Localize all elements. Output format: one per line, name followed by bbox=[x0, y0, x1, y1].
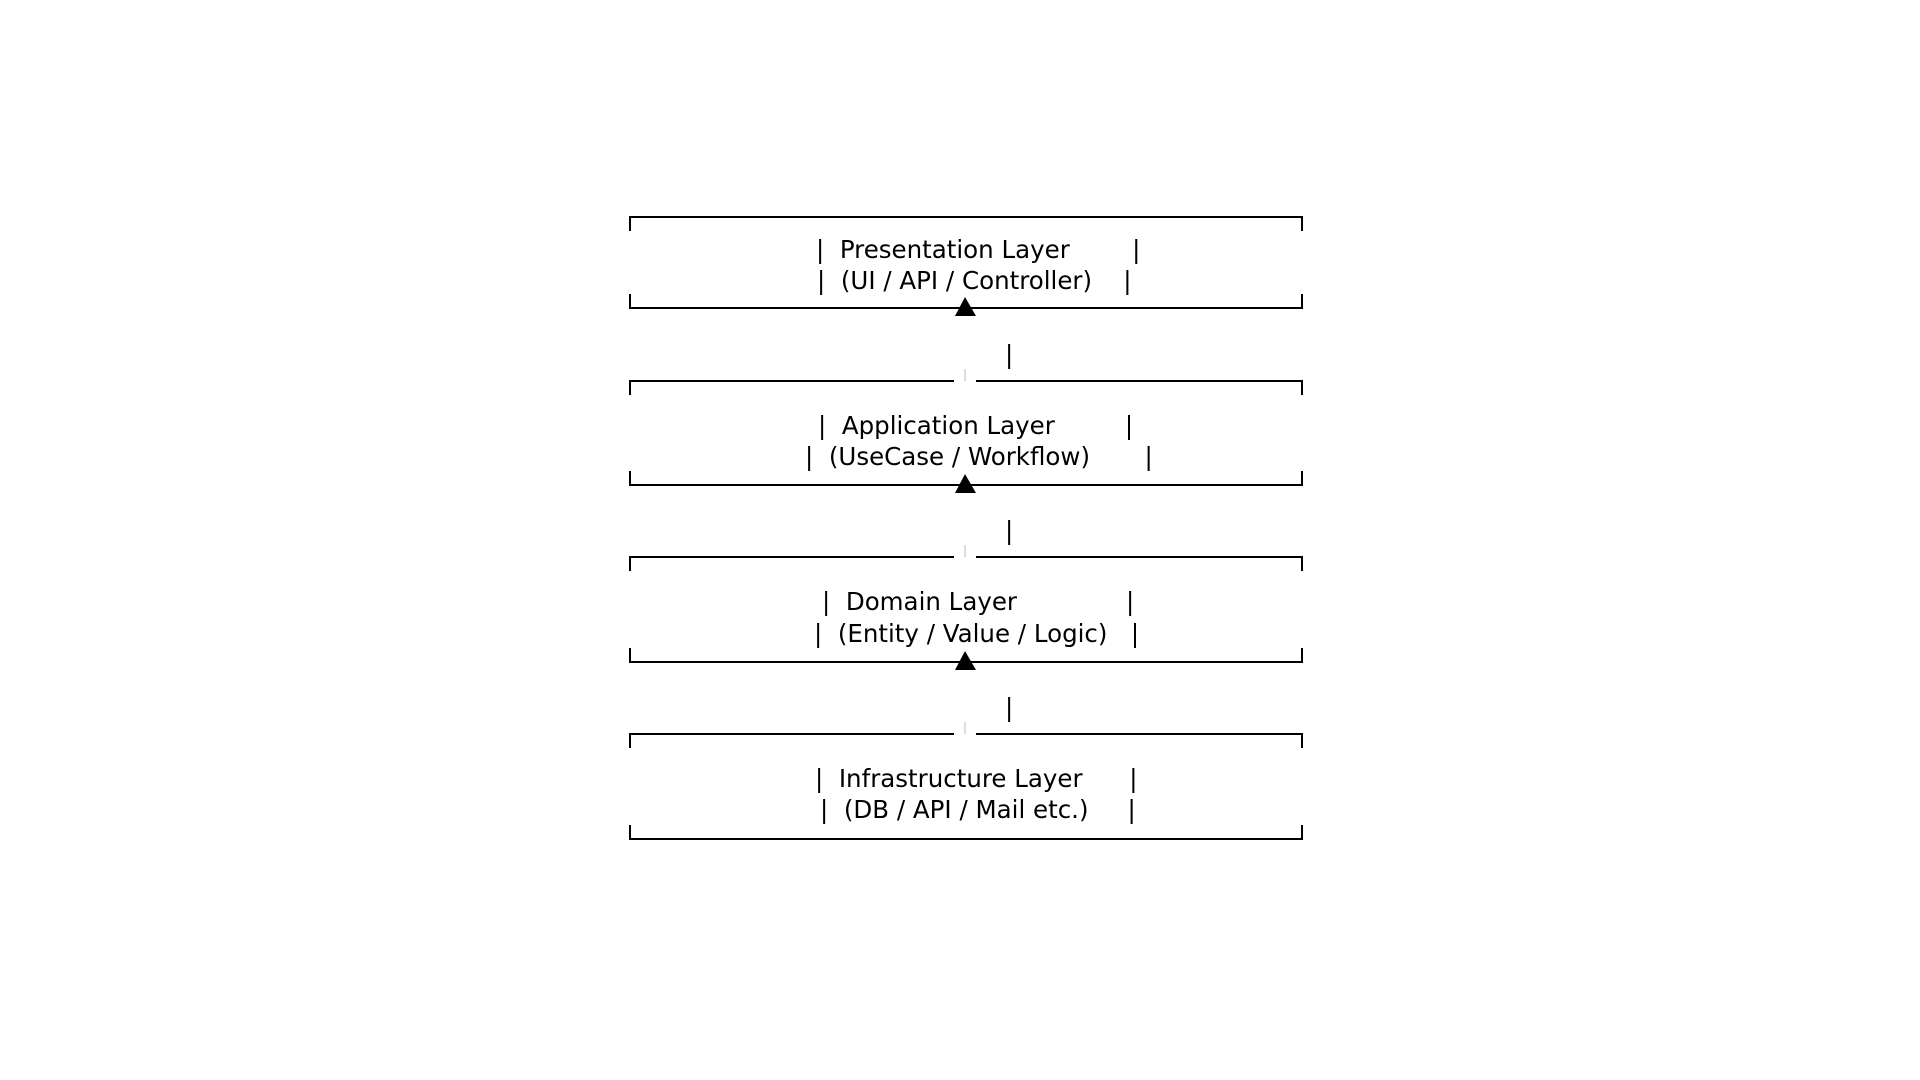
layer-subtitle: | (UI / API / Controller) | bbox=[817, 266, 1131, 295]
connector-domain-infrastructure: | bbox=[964, 693, 1013, 734]
layer-application: | Application Layer | | (UseCase / Workf… bbox=[629, 380, 1303, 493]
layer-title: | Infrastructure Layer | bbox=[815, 764, 1138, 793]
layer-box-frame bbox=[629, 556, 1303, 571]
connector-presentation-application: | bbox=[964, 340, 1013, 381]
layer-title: | Presentation Layer | bbox=[816, 235, 1140, 264]
layer-box-frame bbox=[629, 733, 1303, 748]
connector-pipe: | bbox=[1005, 693, 1013, 722]
arrow-up-icon bbox=[955, 474, 976, 493]
layer-domain: | Domain Layer | | (Entity / Value / Log… bbox=[629, 556, 1303, 670]
layer-box-frame-bottom bbox=[629, 825, 1303, 840]
layer-subtitle: | (Entity / Value / Logic) | bbox=[814, 619, 1139, 648]
layer-box-frame bbox=[629, 216, 1303, 231]
connector-application-domain: | bbox=[964, 516, 1013, 557]
arrow-up-icon bbox=[955, 297, 976, 316]
layer-infrastructure: | Infrastructure Layer | | (DB / API / M… bbox=[629, 733, 1303, 840]
layer-subtitle: | (UseCase / Workflow) | bbox=[805, 442, 1153, 471]
connector-pipe: | bbox=[1005, 340, 1013, 369]
arrow-up-icon bbox=[955, 651, 976, 670]
layer-subtitle: | (DB / API / Mail etc.) | bbox=[820, 795, 1136, 824]
layer-box-frame bbox=[629, 380, 1303, 395]
connector-pipe: | bbox=[1005, 516, 1013, 545]
layer-title: | Application Layer | bbox=[818, 411, 1133, 440]
layer-title: | Domain Layer | bbox=[822, 587, 1134, 616]
layer-presentation: | Presentation Layer | | (UI / API / Con… bbox=[629, 216, 1303, 316]
